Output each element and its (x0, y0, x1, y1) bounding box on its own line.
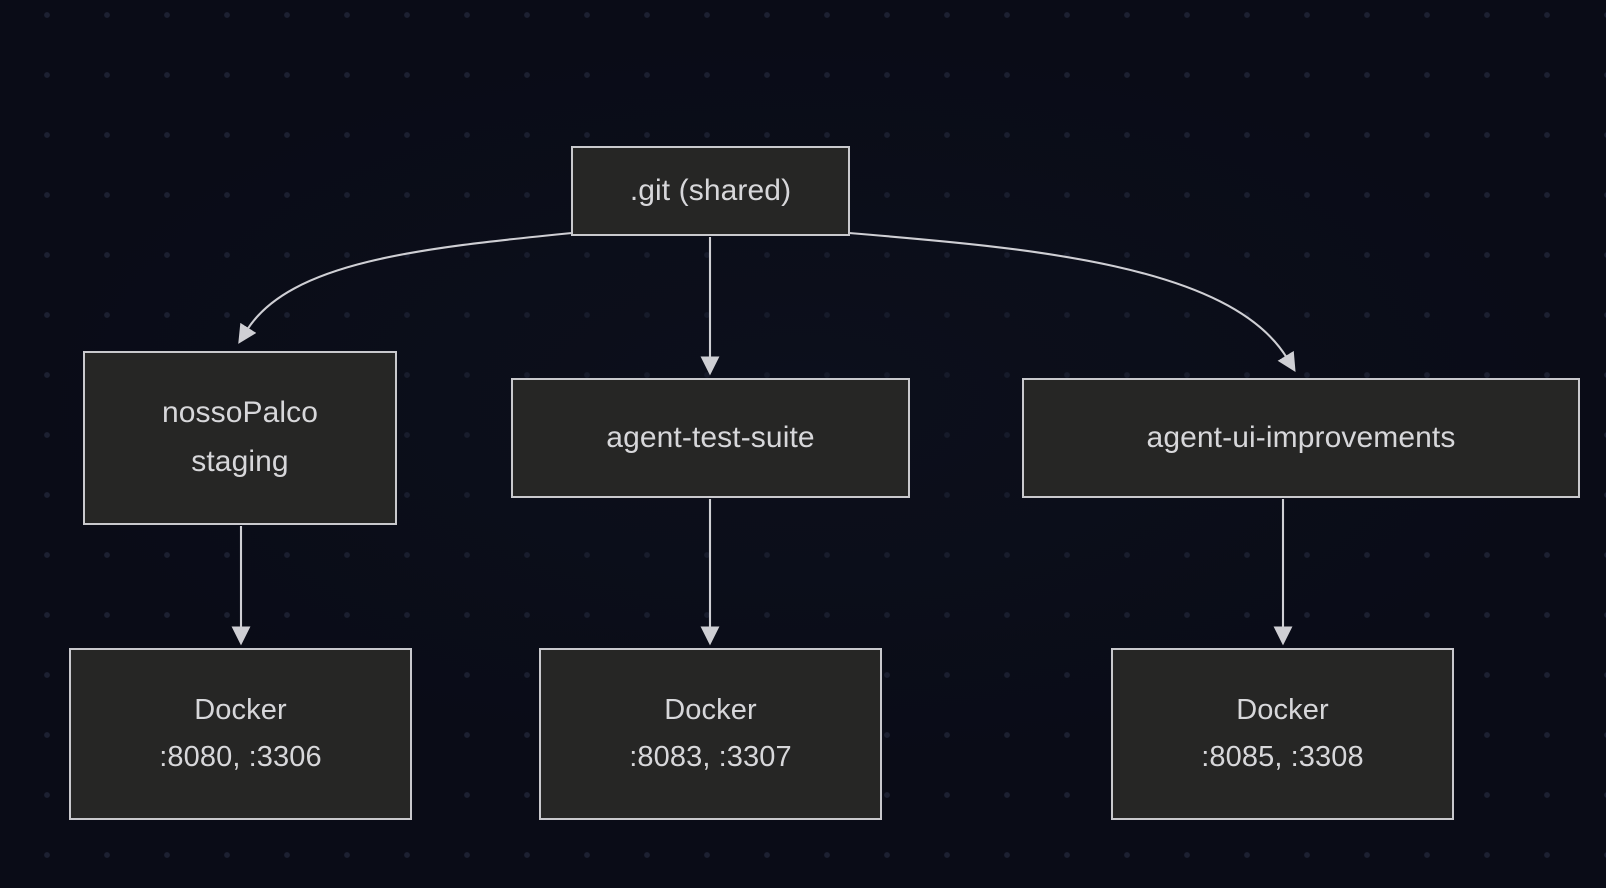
node-docker-8083-3307-title: Docker (664, 693, 757, 726)
node-docker-8085-3308-ports: :8085, :3308 (1201, 741, 1364, 773)
node-nossopalco-staging-label-line1: nossoPalco (161, 396, 319, 430)
node-agent-ui-improvements-label: agent-ui-improvements (1146, 420, 1456, 454)
node-docker-8083-3307-ports: :8083, :3307 (629, 741, 792, 773)
node-agent-ui-improvements[interactable]: agent-ui-improvements (1022, 378, 1580, 498)
edge-root-to-worktree-c (848, 231, 1296, 372)
node-git-shared[interactable]: .git (shared) (571, 146, 850, 236)
node-docker-8083-3307[interactable]: Docker :8083, :3307 (539, 648, 882, 820)
node-docker-8085-3308[interactable]: Docker :8085, :3308 (1111, 648, 1454, 820)
node-docker-8085-3308-title: Docker (1236, 693, 1329, 726)
node-agent-test-suite[interactable]: agent-test-suite (511, 378, 910, 498)
node-git-shared-label: .git (shared) (629, 173, 792, 207)
node-nossopalco-staging[interactable]: nossoPalco staging (83, 351, 397, 525)
node-agent-test-suite-label: agent-test-suite (606, 420, 815, 454)
node-docker-8080-3306-ports: :8080, :3306 (159, 741, 322, 773)
node-docker-8080-3306[interactable]: Docker :8080, :3306 (69, 648, 412, 820)
edge-root-to-worktree-a (238, 231, 573, 344)
node-docker-8080-3306-title: Docker (194, 693, 287, 726)
node-nossopalco-staging-label-line2: staging (191, 445, 289, 478)
